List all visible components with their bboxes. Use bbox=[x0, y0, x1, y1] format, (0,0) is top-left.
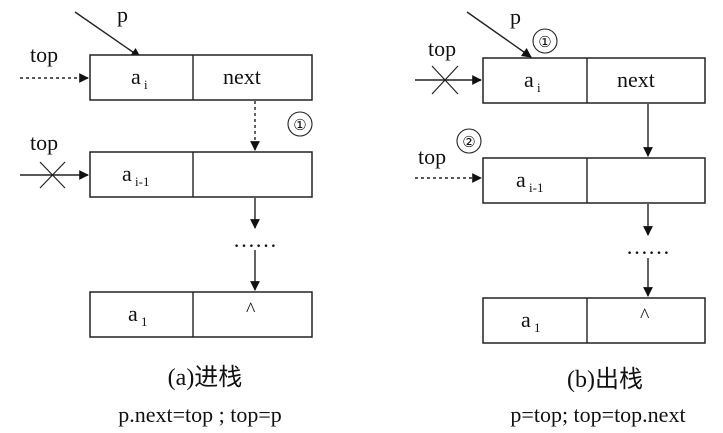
left-node-ai1: a i-1 bbox=[89, 151, 313, 198]
right-step2-circle bbox=[456, 128, 482, 154]
right-node-ai-next: next bbox=[617, 67, 655, 92]
right-diagram: p ① top a i next top ② a i-1 …… bbox=[415, 4, 706, 427]
left-code: p.next=top ; top=p bbox=[118, 402, 282, 427]
left-node-ai1-sub: i-1 bbox=[135, 174, 149, 189]
right-p-arrow bbox=[466, 11, 532, 58]
left-top-old-label: top bbox=[30, 130, 58, 155]
left-node-ai: a i next bbox=[89, 54, 313, 101]
left-diagram: p top a i next ① top a i-1 …… bbox=[20, 2, 313, 427]
left-ellipsis: …… bbox=[233, 227, 277, 252]
right-p-label: p bbox=[510, 4, 521, 29]
left-step1-circle bbox=[287, 111, 313, 137]
left-node-ai-next: next bbox=[223, 64, 261, 89]
right-top-new-label: top bbox=[418, 144, 446, 169]
right-node-a1-data: a bbox=[521, 307, 531, 332]
right-step1-label: ① bbox=[538, 35, 551, 51]
right-node-ai: a i next bbox=[482, 57, 706, 104]
right-top-old-label: top bbox=[428, 36, 456, 61]
right-node-ai1-sub: i-1 bbox=[529, 180, 543, 195]
right-node-ai1-data: a bbox=[516, 167, 526, 192]
right-node-a1-sub: 1 bbox=[534, 320, 541, 335]
left-step1-label: ① bbox=[293, 118, 306, 134]
left-top-label: top bbox=[30, 42, 58, 67]
right-step1-circle bbox=[532, 28, 558, 54]
right-caption: (b)出栈 bbox=[567, 366, 643, 393]
right-node-ai-data: a bbox=[524, 67, 534, 92]
left-node-ai-data: a bbox=[131, 64, 141, 89]
left-node-a1-sub: 1 bbox=[141, 314, 148, 329]
right-ellipsis: …… bbox=[626, 234, 670, 259]
left-p-arrow bbox=[74, 11, 141, 58]
right-step2-label: ② bbox=[462, 135, 475, 151]
left-p-label: p bbox=[117, 2, 128, 27]
right-node-a1: a 1 ^ bbox=[482, 297, 706, 344]
right-code: p=top; top=top.next bbox=[510, 402, 685, 427]
right-node-ai-sub: i bbox=[537, 80, 541, 95]
left-node-ai-sub: i bbox=[144, 77, 148, 92]
left-node-a1-data: a bbox=[128, 301, 138, 326]
left-caption: (a)进栈 bbox=[168, 364, 243, 391]
left-node-ai1-data: a bbox=[122, 161, 132, 186]
right-node-a1-null: ^ bbox=[640, 305, 650, 327]
left-node-a1: a 1 ^ bbox=[89, 291, 313, 338]
left-node-a1-null: ^ bbox=[246, 299, 256, 321]
right-node-ai1: a i-1 bbox=[482, 157, 706, 204]
